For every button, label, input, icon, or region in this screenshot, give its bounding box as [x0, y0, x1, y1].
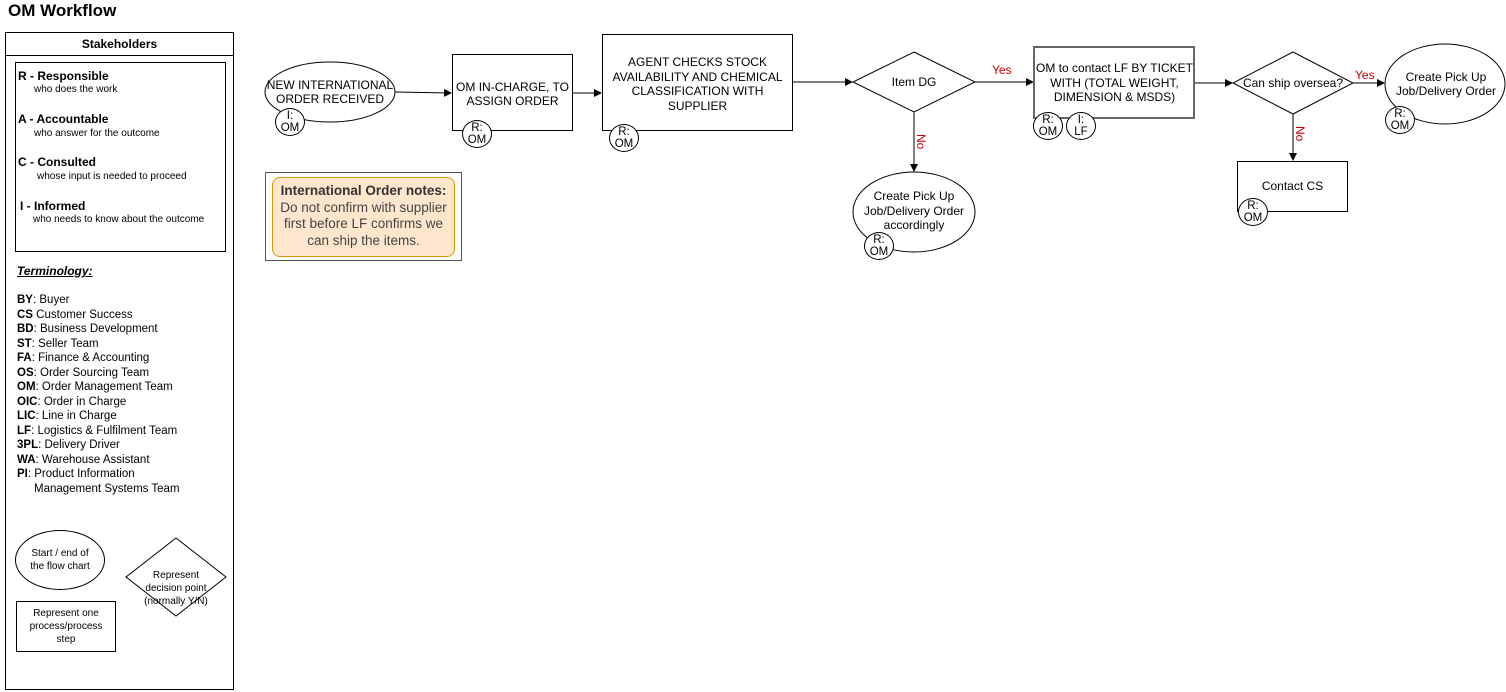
term-row: OM: Order Management Team [17, 381, 173, 393]
contact-lf-label: OM to contact LF BY TICKET WITH (TOTAL W… [1036, 61, 1193, 105]
can-ship-label: Can ship oversea? [1242, 75, 1344, 90]
note-body: Do not confirm with supplier first befor… [280, 199, 447, 248]
term-row: OS: Order Sourcing Team [17, 366, 150, 379]
badge-contact-lf-i: I:LF [1066, 112, 1096, 140]
contact-cs-label: Contact CS [1261, 178, 1324, 193]
create-pickup-final-shape [1384, 43, 1506, 125]
term-row: LIC: Line in Charge [17, 410, 117, 422]
terminology-title: Terminology: [17, 264, 93, 278]
edge-start-to-assign [394, 88, 452, 97]
raci-consulted: C - Consulted [18, 155, 96, 169]
term-row: FA: Finance & Accounting [17, 352, 150, 364]
term-row: BY: Buyer [17, 294, 70, 306]
term-row: ST: Seller Team [17, 337, 99, 350]
note-card: International Order notes: Do not confir… [272, 177, 455, 257]
raci-responsible-desc: who does the work [34, 84, 118, 95]
raci-informed-desc: who needs to know about the outcome [33, 214, 205, 225]
create-pickup-local-label: Create Pick Up Job/Delivery Order accord… [863, 189, 965, 233]
badge-contact-lf-r: R:OM [1033, 112, 1063, 140]
legend-start-end-shape: Start / end of the flow chart [15, 530, 105, 590]
legend-header: Stakeholders [6, 33, 233, 56]
badge-agent-check: R:OM [609, 124, 639, 152]
raci-responsible: R - Responsible [18, 69, 109, 83]
legend-process-shape: Represent one process/process step [16, 601, 116, 652]
badge-assign: R:OM [462, 120, 492, 148]
stakeholders-legend: Stakeholders R - Responsible who does th… [5, 32, 234, 690]
edge-label-ship-no: No [1293, 126, 1307, 142]
legend-decision-diamond [125, 537, 227, 617]
raci-box: R - Responsible who does the work A - Ac… [15, 62, 226, 252]
term-row: OIC: Order in Charge [17, 395, 127, 408]
term-row: PI: Product Information [17, 468, 135, 480]
start-node-label: NEW INTERNATIONAL ORDER RECEIVED [266, 77, 394, 107]
agent-check-node-label: AGENT CHECKS STOCK AVAILABILITY AND CHEM… [612, 55, 783, 113]
item-dg-diamond [851, 51, 977, 113]
term-row: LF: Logistics & Fulfilment Team [17, 424, 178, 437]
term-row: CS Customer Success [17, 308, 133, 321]
item-dg-label: Item DG [891, 74, 937, 89]
badge-create-pickup-local: R:OM [864, 232, 894, 260]
raci-accountable-desc: who answer for the outcome [34, 128, 160, 139]
page-title: OM Workflow [8, 1, 117, 20]
agent-check-node-shape [602, 34, 793, 131]
term-row: BD: Business Development [17, 323, 158, 335]
edge-label-dg-yes: Yes [992, 63, 1012, 77]
term-row-continuation: Management Systems Team [34, 482, 180, 495]
term-row: WA: Warehouse Assistant [17, 453, 150, 466]
raci-consulted-desc: whose input is needed to proceed [37, 171, 187, 182]
badge-start: I:OM [275, 108, 305, 136]
terminology-list: BY: Buyer CS Customer Success BD: Busine… [17, 293, 180, 496]
can-ship-diamond [1231, 51, 1355, 115]
note-title: International Order notes: [280, 183, 447, 198]
create-pickup-final-label: Create Pick Up Job/Delivery Order [1395, 69, 1497, 99]
raci-accountable: A - Accountable [18, 112, 109, 126]
raci-informed: I - Informed [20, 199, 86, 213]
term-row: 3PL: Delivery Driver [17, 439, 120, 451]
badge-create-pickup-final: R:OM [1385, 106, 1415, 134]
edge-label-ship-yes: Yes [1355, 68, 1375, 82]
legend-decision-text: Represent decision point (normally Y/N) [144, 569, 208, 607]
edge-label-dg-no: No [914, 134, 928, 150]
contact-lf-node-shape [1033, 46, 1195, 119]
badge-contact-cs: R:OM [1238, 198, 1268, 226]
international-order-note: International Order notes: Do not confir… [265, 172, 462, 261]
assign-node-shape [452, 54, 573, 131]
start-node-shape [264, 61, 396, 123]
assign-node-label: OM IN-CHARGE, TO ASSIGN ORDER [456, 79, 569, 109]
